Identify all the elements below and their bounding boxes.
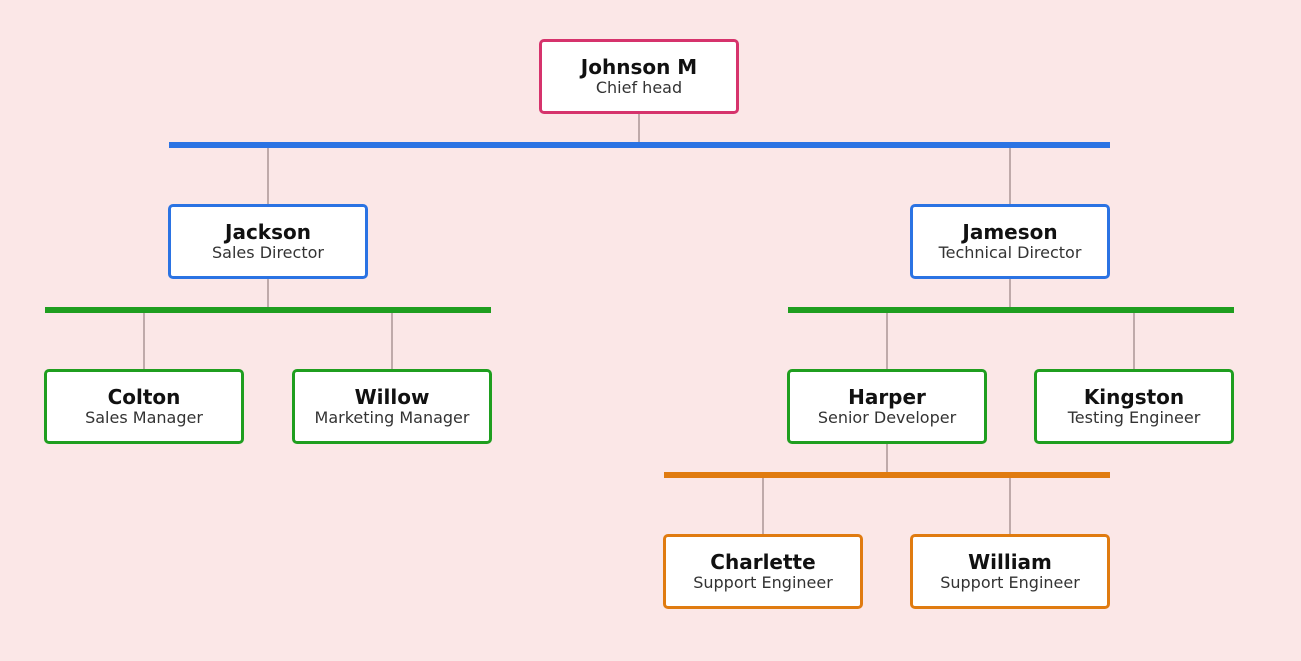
node-johnson[interactable]: Johnson M Chief head [539, 39, 739, 114]
node-name: Harper [848, 384, 926, 409]
sales-team-bar [45, 307, 491, 313]
node-name: Jameson [962, 219, 1058, 244]
node-name: Kingston [1083, 384, 1185, 409]
connector [1009, 279, 1011, 307]
connector [1009, 148, 1011, 204]
tech-team-bar [788, 307, 1234, 313]
node-name: Charlette [710, 549, 816, 574]
connector [638, 114, 640, 142]
node-role: Chief head [595, 77, 683, 97]
node-jackson[interactable]: Jackson Sales Director [168, 204, 368, 279]
connector [886, 444, 888, 472]
node-role: Marketing Manager [314, 407, 470, 427]
node-name: Willow [354, 384, 430, 409]
node-name: William [968, 549, 1052, 574]
connector [886, 313, 888, 369]
node-role: Support Engineer [693, 572, 833, 592]
connector [1009, 478, 1011, 534]
node-willow[interactable]: Willow Marketing Manager [292, 369, 492, 444]
node-role: Support Engineer [940, 572, 1080, 592]
node-harper[interactable]: Harper Senior Developer [787, 369, 987, 444]
node-name: Johnson M [580, 54, 698, 79]
node-name: Colton [107, 384, 181, 409]
node-role: Technical Director [938, 242, 1082, 262]
node-role: Senior Developer [817, 407, 957, 427]
level1-bar [169, 142, 1110, 148]
connector [267, 148, 269, 204]
connector [391, 313, 393, 369]
node-role: Sales Manager [85, 407, 203, 427]
connector [762, 478, 764, 534]
support-team-bar [664, 472, 1110, 478]
node-colton[interactable]: Colton Sales Manager [44, 369, 244, 444]
node-jameson[interactable]: Jameson Technical Director [910, 204, 1110, 279]
node-role: Sales Director [212, 242, 324, 262]
node-name: Jackson [225, 219, 311, 244]
connector [1133, 313, 1135, 369]
node-charlette[interactable]: Charlette Support Engineer [663, 534, 863, 609]
connector [267, 279, 269, 307]
node-role: Testing Engineer [1067, 407, 1201, 427]
node-william[interactable]: William Support Engineer [910, 534, 1110, 609]
node-kingston[interactable]: Kingston Testing Engineer [1034, 369, 1234, 444]
connector [143, 313, 145, 369]
